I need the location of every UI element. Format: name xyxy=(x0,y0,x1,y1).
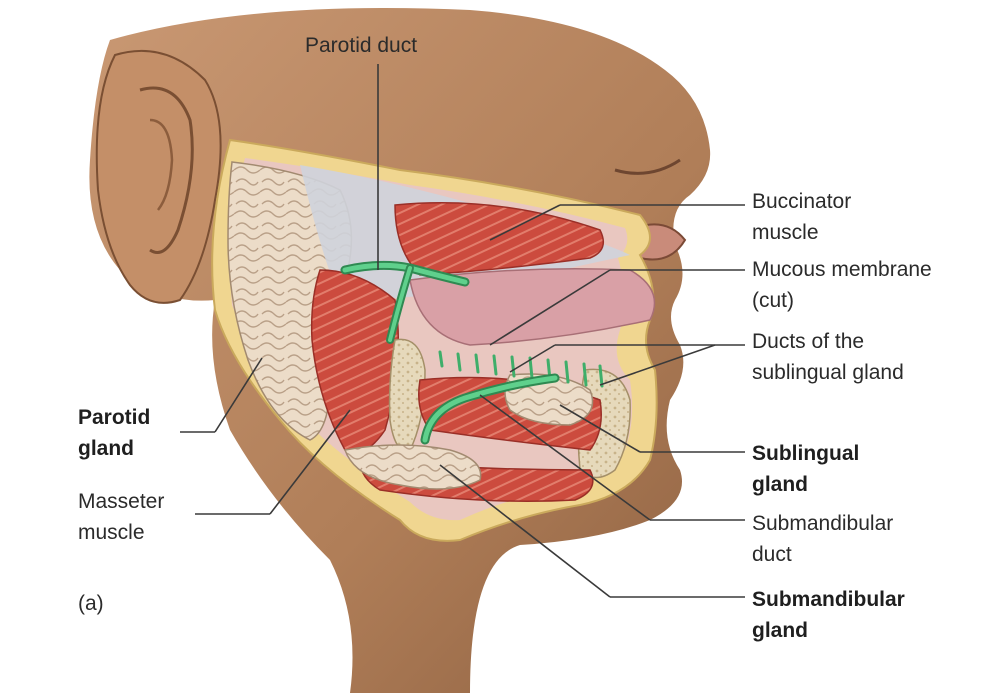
leader-lines xyxy=(180,64,745,598)
panel-letter: (a) xyxy=(78,592,104,615)
label-parotid-duct: Parotid duct xyxy=(305,34,418,57)
label-ducts-sublingual: Ducts of the sublingual gland xyxy=(752,330,904,384)
label-sublingual-gland: Sublingual gland xyxy=(752,442,860,496)
mucous-membrane-shape xyxy=(409,268,656,346)
label-mucous-membrane: Mucous membrane (cut) xyxy=(752,258,932,312)
sublingual-ducts xyxy=(438,350,604,388)
ear xyxy=(95,49,222,304)
label-buccinator-muscle: Buccinator muscle xyxy=(752,190,852,244)
label-parotid-gland: Parotid gland xyxy=(78,406,151,460)
submandibular-gland-shape xyxy=(343,444,482,490)
label-submandibular-duct: Submandibular duct xyxy=(752,512,894,566)
label-masseter-muscle: Masseter muscle xyxy=(78,490,165,544)
label-submandibular-gland: Submandibular gland xyxy=(752,588,905,642)
